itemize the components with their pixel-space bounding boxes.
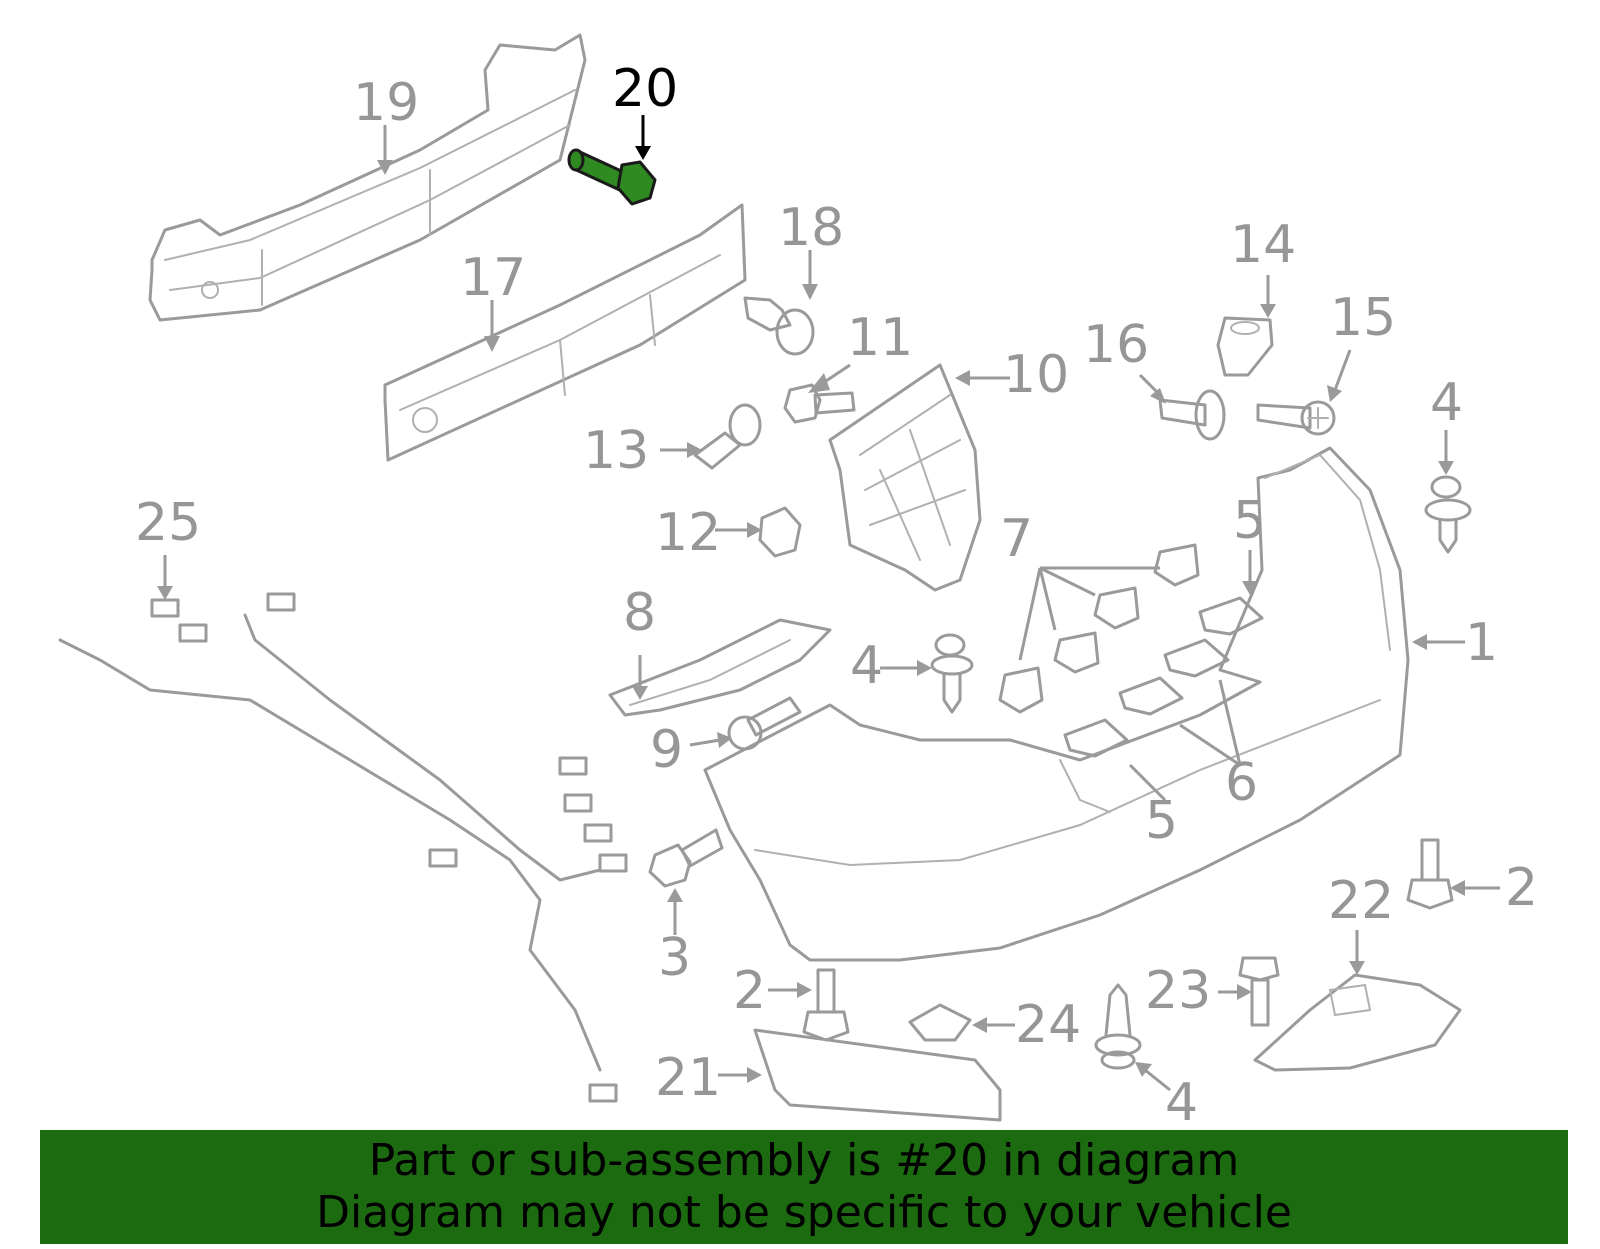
part-25-wiring-harness bbox=[58, 592, 628, 1103]
part-18-push-clip bbox=[743, 296, 815, 356]
banner-line-2: Diagram may not be specific to your vehi… bbox=[316, 1187, 1292, 1238]
part-9-screw bbox=[727, 696, 802, 751]
part-22-reflector bbox=[1253, 973, 1462, 1072]
callout-17: 17 bbox=[460, 248, 526, 308]
part-12-nut bbox=[758, 506, 802, 558]
part-1-bumper-cover bbox=[703, 446, 1410, 962]
callout-21: 21 bbox=[655, 1048, 721, 1108]
callout-13: 13 bbox=[583, 421, 649, 481]
part-2-bolt-bottom bbox=[802, 968, 850, 1042]
callout-7: 7 bbox=[1000, 509, 1033, 569]
callout-2-bottom: 2 bbox=[733, 961, 766, 1021]
callout-labels: 19 20 17 18 11 10 13 12 14 16 15 4 5 7 1… bbox=[135, 59, 1538, 1133]
callout-11: 11 bbox=[847, 308, 913, 368]
callout-20: 20 bbox=[612, 59, 678, 119]
callout-25: 25 bbox=[135, 493, 201, 553]
callout-3: 3 bbox=[658, 928, 691, 988]
leader-arrows bbox=[157, 115, 1500, 1092]
callout-22: 22 bbox=[1328, 871, 1394, 931]
part-16-clip bbox=[1158, 389, 1226, 441]
callout-10: 10 bbox=[1003, 345, 1069, 405]
callout-12: 12 bbox=[655, 503, 721, 563]
callout-9: 9 bbox=[650, 720, 683, 780]
part-21-moulding bbox=[753, 1028, 1002, 1122]
callout-5-top: 5 bbox=[1233, 491, 1266, 551]
part-4-clip-top-right bbox=[1424, 475, 1472, 554]
part-15-screw bbox=[1256, 400, 1336, 436]
part-8-bracket bbox=[608, 618, 832, 717]
callout-14: 14 bbox=[1230, 215, 1296, 275]
banner-line-1: Part or sub-assembly is #20 in diagram bbox=[368, 1135, 1240, 1186]
callout-18: 18 bbox=[778, 198, 844, 258]
part-20-bolt-highlighted bbox=[567, 148, 657, 206]
callout-24: 24 bbox=[1015, 995, 1081, 1055]
callout-4-middle: 4 bbox=[850, 636, 883, 696]
callout-1: 1 bbox=[1465, 613, 1498, 673]
info-banner: Part or sub-assembly is #20 in diagram D… bbox=[40, 1130, 1568, 1244]
part-3-bolt bbox=[648, 828, 724, 888]
part-13-push-pin bbox=[693, 403, 762, 470]
part-4-clip-middle bbox=[930, 633, 974, 714]
callout-15: 15 bbox=[1330, 288, 1396, 348]
callout-6: 6 bbox=[1225, 753, 1258, 813]
part-10-bracket bbox=[828, 363, 982, 592]
part-24-nut-clip bbox=[908, 1003, 972, 1042]
part-14-bracket bbox=[1216, 316, 1274, 377]
callout-23: 23 bbox=[1145, 961, 1211, 1021]
callout-19: 19 bbox=[353, 73, 419, 133]
callout-8: 8 bbox=[623, 583, 656, 643]
callout-2-right: 2 bbox=[1505, 858, 1538, 918]
part-2-bolt-right bbox=[1406, 838, 1454, 910]
part-11-bolt bbox=[783, 383, 856, 424]
part-5-6-clips bbox=[1063, 596, 1264, 758]
callout-5-bottom: 5 bbox=[1145, 791, 1178, 851]
part-4-clip-bottom bbox=[1094, 983, 1142, 1070]
part-17-energy-absorber bbox=[383, 203, 747, 462]
callout-16: 16 bbox=[1083, 315, 1149, 375]
part-23-bolt bbox=[1238, 956, 1280, 1027]
part-19-reinforcement-beam bbox=[148, 33, 587, 322]
callout-4-top-right: 4 bbox=[1430, 373, 1463, 433]
callout-4-bottom: 4 bbox=[1165, 1073, 1198, 1133]
